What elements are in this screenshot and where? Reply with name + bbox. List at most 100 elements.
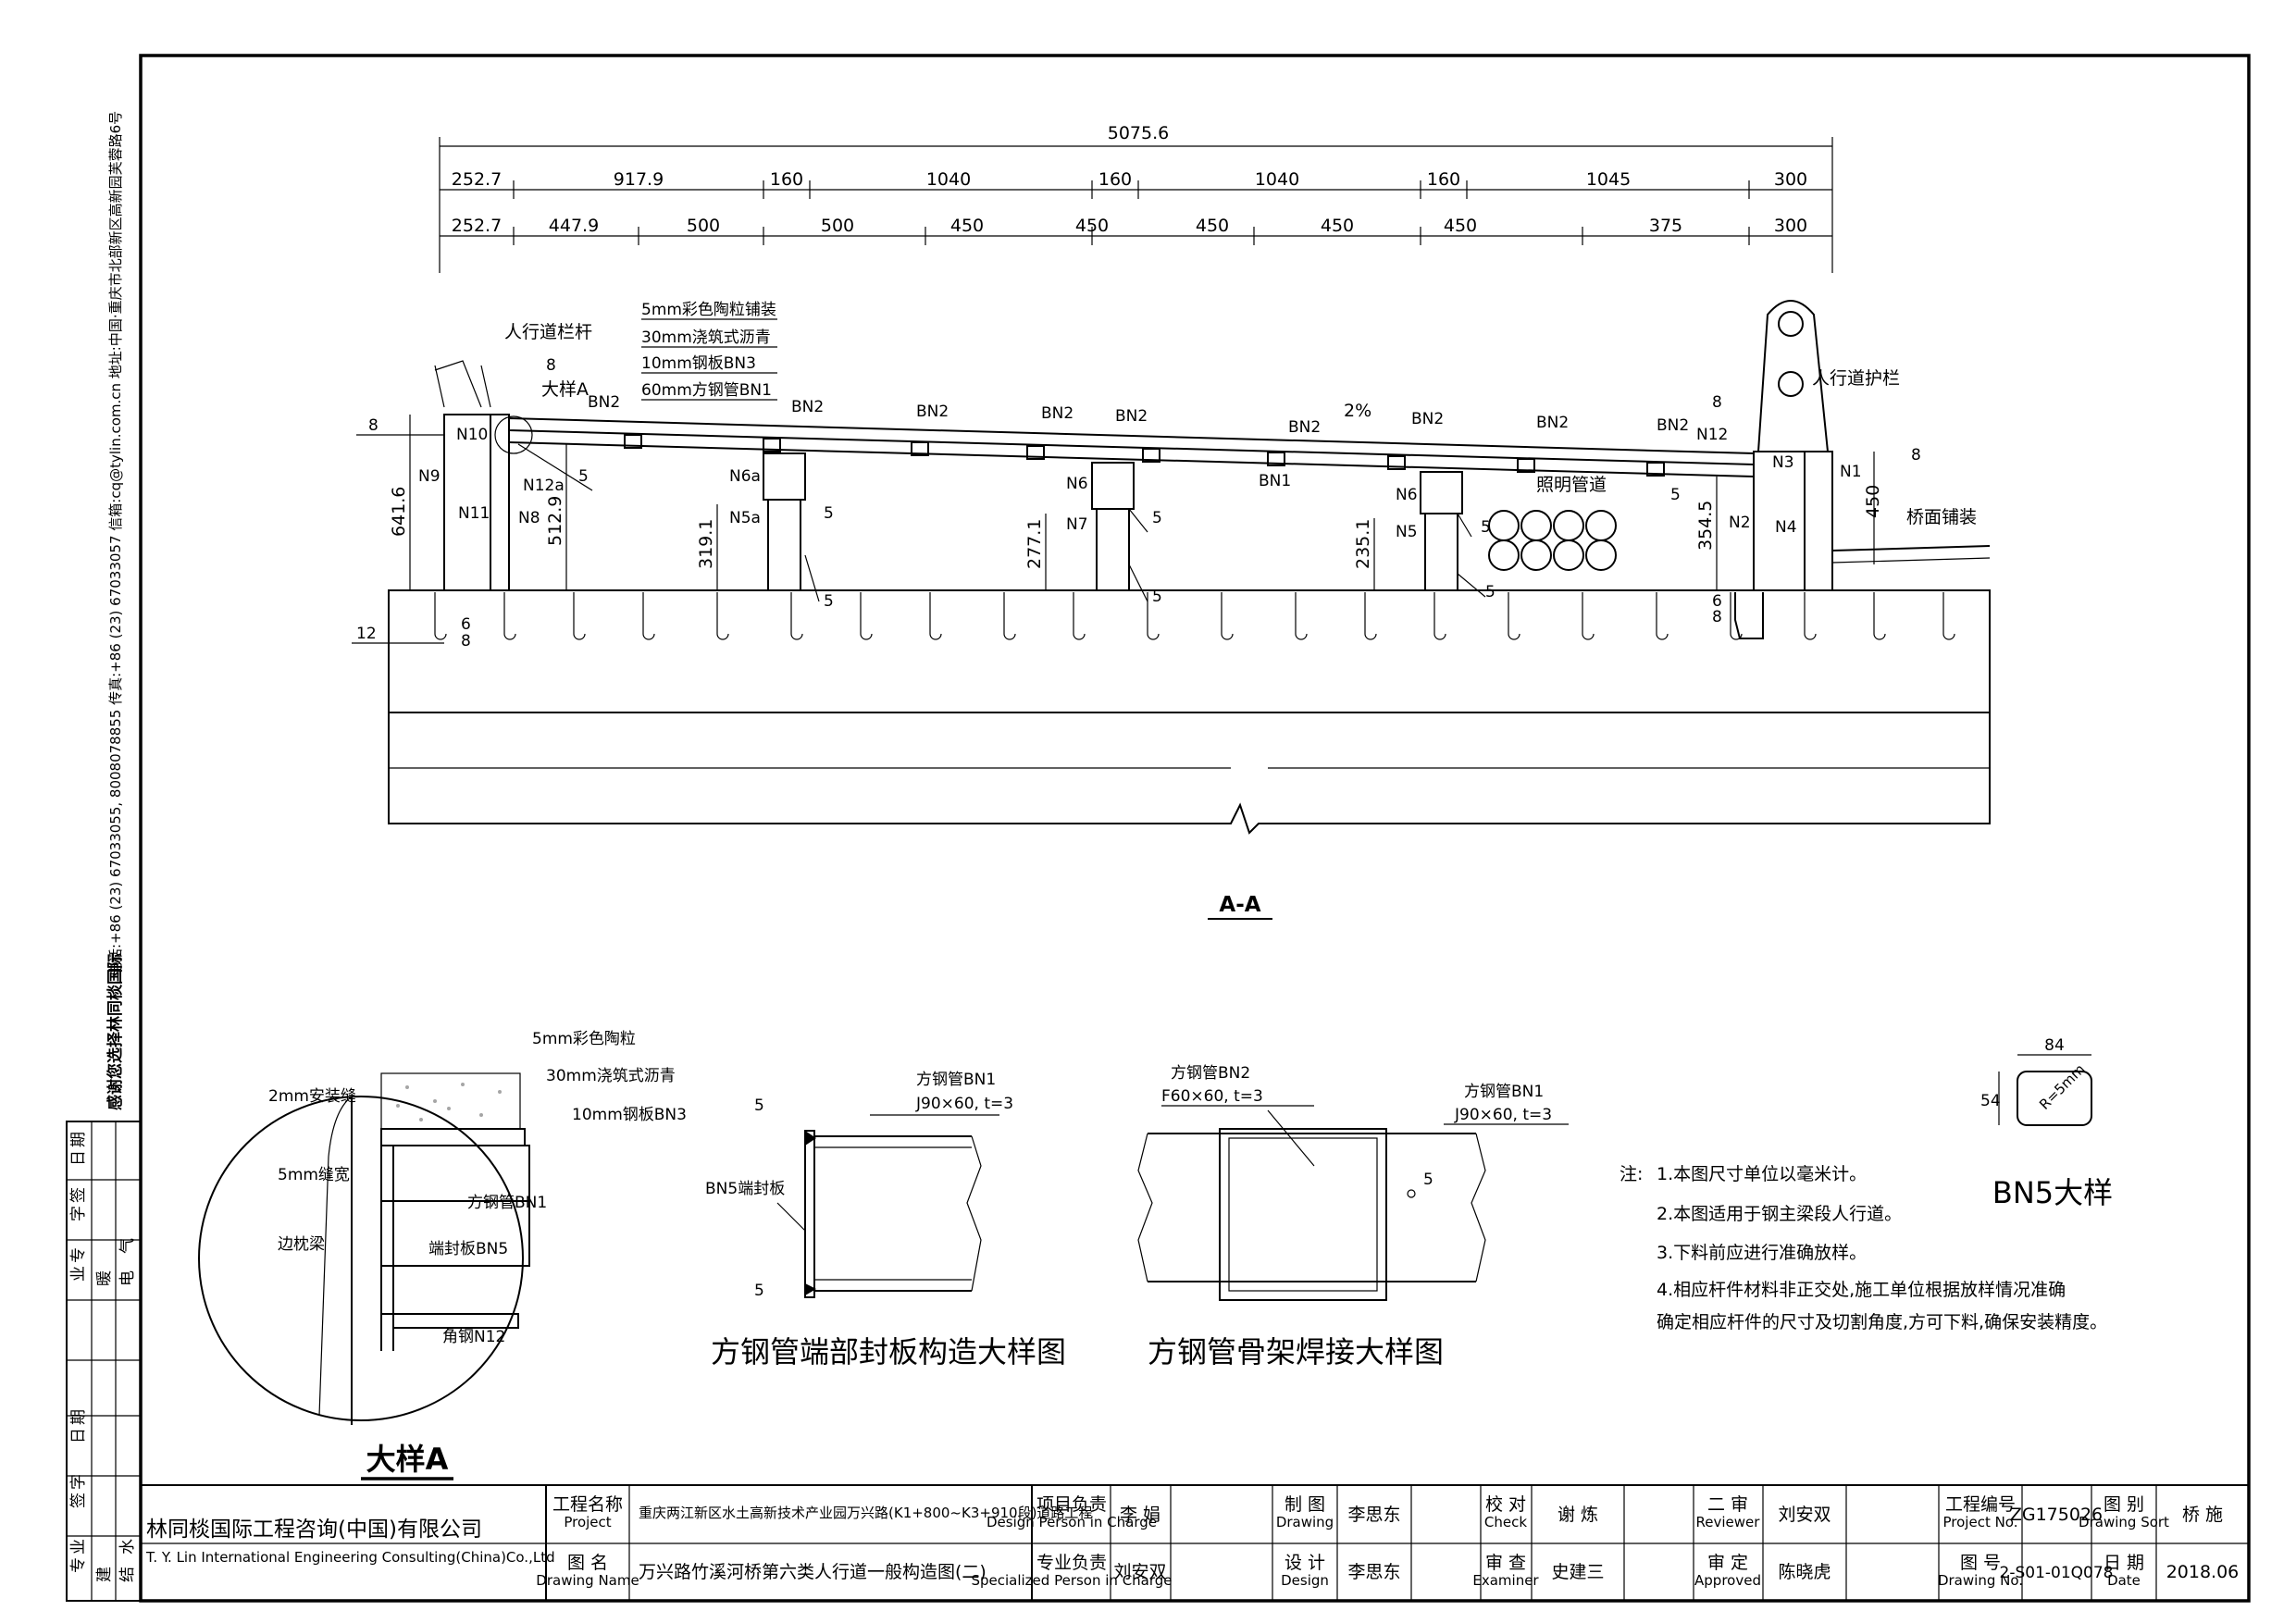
svg-text:N5: N5 [1396,523,1418,541]
svg-text:5mm缝宽: 5mm缝宽 [278,1166,350,1184]
svg-text:建: 建 [95,1567,114,1582]
bn2-tube [1219,1128,1387,1301]
svg-text:BN2: BN2 [791,398,824,416]
signoff-date-1: 日 [69,1150,88,1166]
svg-text:N12: N12 [1696,426,1728,444]
svg-text:450: 450 [1321,216,1354,236]
svg-text:刘安双: 刘安双 [1113,1562,1166,1582]
signoff-table: 日 期 字 签 业 专 暖 电 气 日 期 签 字 专 业 建 结 水 [66,1121,142,1602]
svg-text:方钢管BN1: 方钢管BN1 [467,1194,547,1212]
svg-text:设 计: 设 计 [1285,1553,1325,1573]
drawing-number: 2-S01-01Q078 [2000,1564,2114,1582]
detail-weld: 方钢管BN2 F60×60, t=3 方钢管BN1 J90×60, t=3 5 … [1137,1064,1569,1369]
notes: 注: 1.本图尺寸单位以毫米计。 2.本图适用于钢主梁段人行道。 3.下料前应进… [1620,1164,2107,1332]
svg-text:注:: 注: [1620,1164,1643,1184]
svg-text:谢 炼: 谢 炼 [1558,1505,1598,1525]
svg-text:1045: 1045 [1586,169,1631,190]
svg-text:N7: N7 [1066,515,1088,534]
svg-text:8: 8 [1712,393,1722,412]
svg-text:期: 期 [69,1132,88,1147]
svg-text:Drawing Sort: Drawing Sort [2079,1514,2169,1530]
svg-text:N8: N8 [518,509,540,527]
svg-text:5: 5 [1485,583,1496,601]
svg-text:Drawing Name: Drawing Name [536,1572,639,1589]
svg-text:照明管道: 照明管道 [1536,475,1607,495]
svg-text:李 娟: 李 娟 [1120,1505,1160,1525]
svg-text:N6: N6 [1396,486,1418,504]
bn5-title: BN5大样 [1992,1175,2113,1210]
svg-text:60mm方钢管BN1: 60mm方钢管BN1 [641,381,772,400]
svg-text:5: 5 [754,1282,764,1300]
svg-text:J90×60, t=3: J90×60, t=3 [1454,1106,1552,1124]
svg-text:BN2: BN2 [1288,418,1321,437]
svg-text:1040: 1040 [926,169,971,190]
svg-text:Check: Check [1484,1514,1527,1530]
svg-text:2.本图适用于钢主梁段人行道。: 2.本图适用于钢主梁段人行道。 [1657,1204,1902,1224]
svg-text:大样A: 大样A [541,379,589,400]
svg-text:450: 450 [1196,216,1229,236]
svg-text:业: 业 [69,1539,88,1555]
svg-text:图 别: 图 别 [2104,1494,2144,1515]
svg-text:12: 12 [356,625,377,643]
svg-text:N6a: N6a [729,467,761,486]
svg-text:5: 5 [754,1096,764,1115]
svg-text:10mm钢板BN3: 10mm钢板BN3 [641,354,756,373]
svg-text:专: 专 [69,1557,88,1573]
svg-text:F60×60, t=3: F60×60, t=3 [1161,1087,1263,1106]
label-railing: 人行道栏杆 [504,322,592,342]
svg-text:字: 字 [69,1474,88,1490]
svg-text:T. Y. Lin International Engine: T. Y. Lin International Engineering Cons… [145,1549,555,1566]
svg-text:李思东: 李思东 [1347,1562,1400,1582]
svg-text:160: 160 [1098,169,1132,190]
svg-text:电: 电 [118,1270,137,1286]
company-strip-text: 感谢您选择林同棪国际 [105,953,125,1110]
svg-text:Drawing: Drawing [1276,1514,1334,1530]
svg-text:暖: 暖 [95,1270,114,1286]
svg-text:字: 字 [69,1206,88,1221]
company-name: 林同棪国际工程咨询(中国)有限公司 [146,1518,482,1542]
svg-text:5mm彩色陶粒: 5mm彩色陶粒 [532,1030,636,1048]
svg-text:450: 450 [1075,216,1109,236]
svg-text:桥 施: 桥 施 [2182,1505,2223,1525]
drawing-name: 万兴路竹溪河桥第六类人行道一般构造图(二) [639,1562,987,1582]
svg-text:签: 签 [69,1187,88,1203]
svg-text:Project No.: Project No. [1943,1514,2018,1530]
svg-text:J90×60, t=3: J90×60, t=3 [915,1095,1013,1113]
svg-text:N5a: N5a [729,509,761,527]
svg-text:450: 450 [1444,216,1477,236]
svg-text:8: 8 [546,356,556,375]
svg-text:277.1: 277.1 [1024,519,1045,569]
svg-text:8: 8 [368,416,379,435]
svg-text:Approved: Approved [1694,1572,1761,1589]
svg-text:结: 结 [118,1567,137,1582]
lighting-pipes [1488,510,1617,571]
svg-text:84: 84 [2044,1036,2065,1055]
svg-text:图 号: 图 号 [1960,1553,2001,1573]
svg-text:刘安双: 刘安双 [1778,1505,1831,1525]
svg-text:人行道护栏: 人行道护栏 [1812,368,1900,389]
svg-text:300: 300 [1774,216,1807,236]
svg-text:日 期: 日 期 [2104,1553,2144,1573]
svg-text:图 名: 图 名 [567,1553,608,1573]
svg-text:8: 8 [461,632,471,650]
svg-text:陈晓虎: 陈晓虎 [1778,1562,1831,1582]
svg-text:54: 54 [1980,1092,2001,1110]
svg-text:工程编号: 工程编号 [1945,1494,2016,1515]
svg-text:二 审: 二 审 [1707,1494,1748,1515]
svg-text:30mm浇筑式沥青: 30mm浇筑式沥青 [546,1067,676,1085]
svg-text:235.1: 235.1 [1353,519,1373,569]
svg-text:5: 5 [1152,509,1162,527]
left-curb [443,414,510,591]
svg-text:447.9: 447.9 [549,216,599,236]
detail-a-title: 大样A [366,1442,449,1477]
svg-text:Examiner: Examiner [1472,1572,1539,1589]
svg-text:512.9: 512.9 [545,496,565,546]
svg-text:Date: Date [2107,1572,2141,1589]
svg-text:2%: 2% [1344,401,1371,421]
svg-text:500: 500 [821,216,854,236]
svg-text:5: 5 [1670,486,1681,504]
svg-text:5: 5 [1423,1171,1433,1189]
svg-text:N6: N6 [1066,475,1088,493]
svg-text:Specialized Person in Charge: Specialized Person in Charge [971,1572,1172,1589]
svg-text:5: 5 [1481,518,1491,537]
